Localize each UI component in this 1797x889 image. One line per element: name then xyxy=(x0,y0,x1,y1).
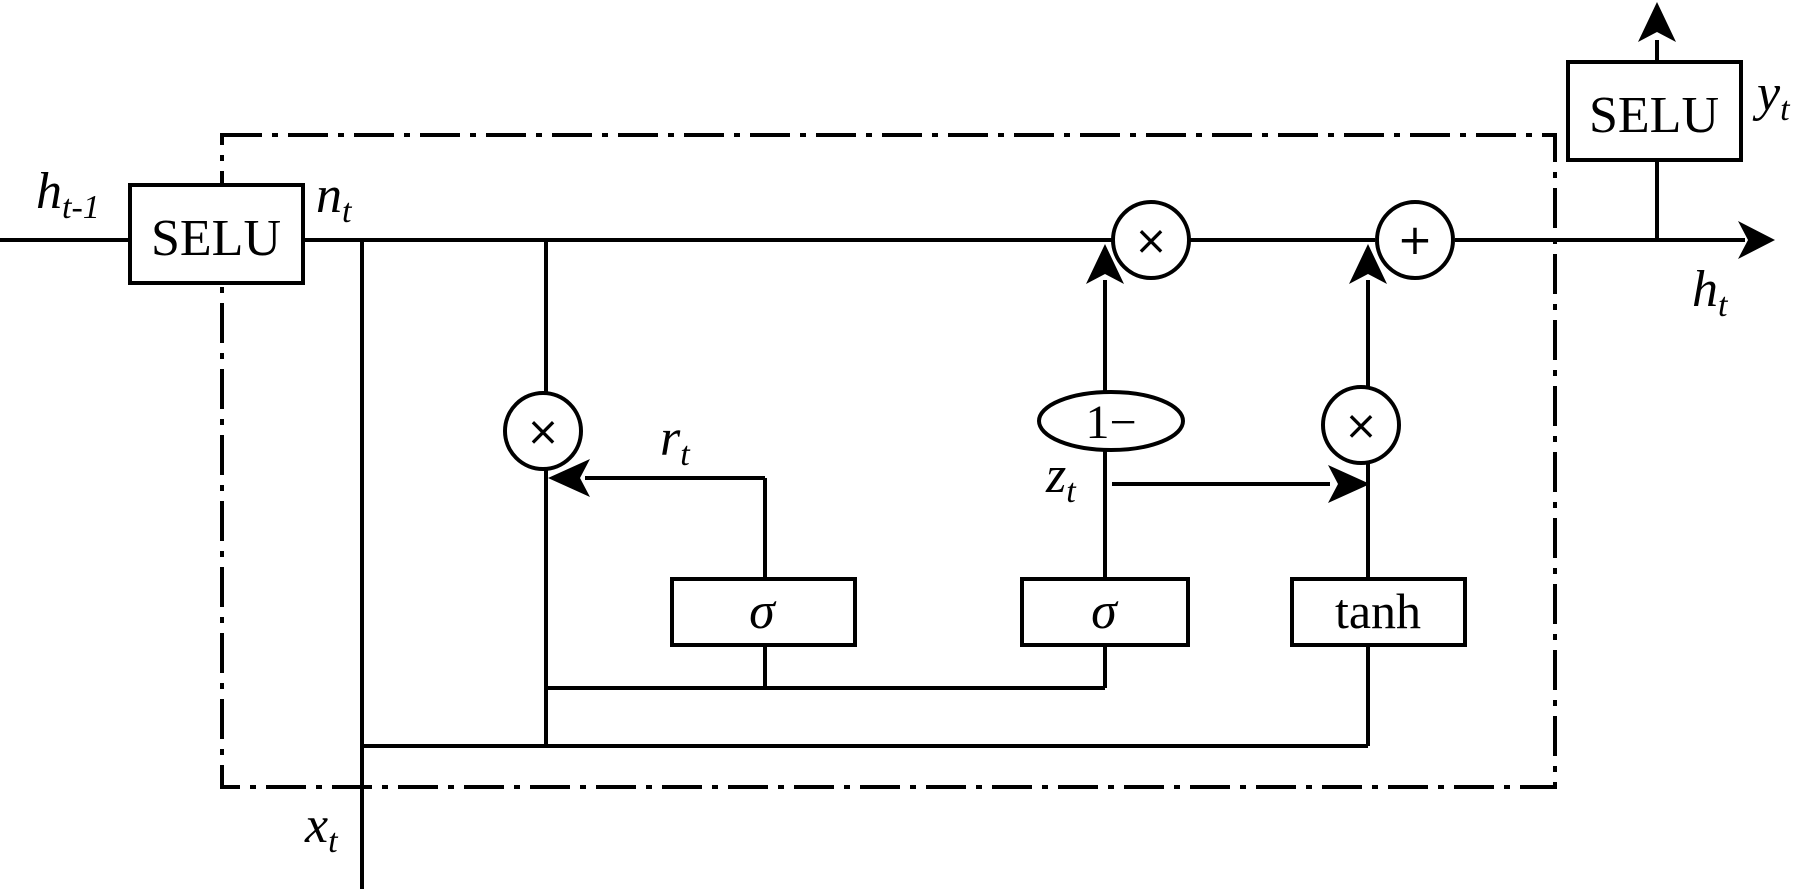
sigma-reset-label: σ xyxy=(749,583,777,640)
one-minus-label: 1− xyxy=(1085,396,1136,449)
r-arrowhead xyxy=(548,459,590,497)
multiply-top-node: × xyxy=(1111,200,1191,280)
tanh-label: tanh xyxy=(1335,583,1421,639)
z-arrowhead xyxy=(1328,465,1370,503)
sigma-update-label: σ xyxy=(1091,583,1119,640)
multiply-top-symbol: × xyxy=(1134,218,1168,264)
multiply-candidate-node: × xyxy=(1321,385,1401,465)
h-out-arrowhead xyxy=(1738,221,1775,259)
add-top-node: + xyxy=(1375,200,1455,280)
z-label: zt xyxy=(1045,447,1077,510)
tanh-box: tanh xyxy=(1290,577,1467,647)
y-label: yt xyxy=(1752,65,1791,128)
x-label: xt xyxy=(304,797,339,860)
sigma-reset-box: σ xyxy=(670,577,857,647)
selu-input-box: SELU xyxy=(128,183,305,285)
selu-output-label: SELU xyxy=(1589,87,1719,144)
n-label: nt xyxy=(316,167,353,230)
candidate-arrowhead xyxy=(1349,244,1387,284)
r-label: rt xyxy=(660,410,691,473)
h-prev-label: ht-1 xyxy=(36,163,100,226)
one-minus-node: 1− xyxy=(1037,390,1185,452)
h-out-label: ht xyxy=(1692,261,1729,324)
multiply-reset-symbol: × xyxy=(526,409,560,455)
selu-output-box: SELU xyxy=(1566,60,1743,162)
cell-boundary xyxy=(220,133,1557,789)
selu-input-label: SELU xyxy=(151,210,281,267)
y-out-arrowhead xyxy=(1638,2,1676,42)
sigma-update-box: σ xyxy=(1020,577,1190,647)
one-minus-arrowhead xyxy=(1086,244,1124,284)
multiply-reset-node: × xyxy=(503,391,583,471)
multiply-candidate-symbol: × xyxy=(1344,403,1378,449)
add-top-symbol: + xyxy=(1397,215,1432,264)
